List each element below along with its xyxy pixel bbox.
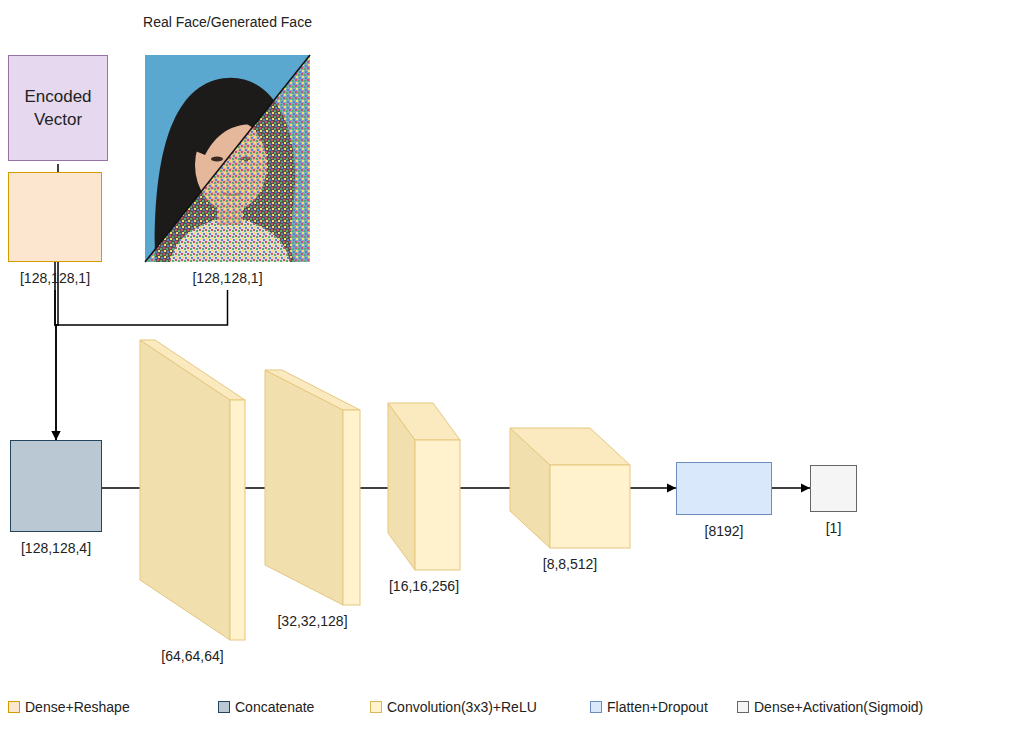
conv-block-3d [510,428,630,548]
dimension-label: [16,16,256] [387,578,461,595]
shape [510,428,630,548]
face-illustration [145,55,310,262]
dimension-label: [8,8,512] [541,556,600,573]
arrow-connector [630,484,676,493]
image-heading: Real Face/Generated Face [143,12,312,32]
face-image: Real Face/Generated Face [128,128,1] [141,12,314,287]
conv-block-3d [265,370,360,605]
legend-swatch [737,701,749,713]
dimension-label: [128,128,4] [19,540,93,557]
output-box: [1] [810,465,857,537]
dimension-label: [128,128,1] [190,270,264,287]
legend-swatch [370,701,382,713]
shape [140,340,245,640]
arrowhead [52,431,61,440]
conv-block: [16,16,256] [385,403,463,595]
dimension-label: [1] [824,520,844,537]
conv-block-3d [140,340,245,640]
legend-swatch [218,701,230,713]
legend-text: Concatenate [235,699,314,715]
dimension-label: [128,128,1] [18,270,92,287]
legend-item: Flatten+Dropout [590,697,708,717]
dimension-label: [64,64,64] [159,648,225,665]
legend-item: Convolution(3x3)+ReLU [370,697,537,717]
legend-text: Dense+Reshape [25,699,130,715]
shape [676,462,772,515]
dense-reshape-box: [128,128,1] [8,172,102,287]
legend-item: Dense+Activation(Sigmoid) [737,697,923,717]
shape [388,403,460,570]
conv-block: [64,64,64] [140,340,245,665]
arrowhead [801,484,810,493]
shape [8,172,102,262]
input-box: Encoded Vector [8,55,108,161]
box-label: Encoded Vector [9,85,107,131]
arrow-connector [772,484,810,493]
legend-swatch [590,701,602,713]
legend-item: Concatenate [218,697,314,717]
conv-block-3d [388,403,460,570]
conv-block: [32,32,128] [265,370,360,630]
flatten-box: [8192] [676,462,772,540]
shape [810,465,857,512]
legend-text: Convolution(3x3)+ReLU [387,699,537,715]
concatenate-box: [128,128,4] [10,440,102,557]
arrowhead [667,484,676,493]
legend-swatch [8,701,20,713]
legend-text: Flatten+Dropout [607,699,708,715]
face-image-frame [145,55,310,262]
box-content: Encoded Vector [9,56,107,160]
arrowhead [52,431,61,440]
dimension-label: [32,32,128] [275,613,349,630]
legend: Dense+Reshape Concatenate Convolution(3x3)… [0,697,1010,717]
shape: Encoded Vector [8,55,108,161]
shape [265,370,360,605]
conv-block: [8,8,512] [510,428,630,573]
legend-text: Dense+Activation(Sigmoid) [754,699,923,715]
legend-item: Dense+Reshape [8,697,130,717]
shape [10,440,102,532]
dimension-label: [8192] [703,523,746,540]
